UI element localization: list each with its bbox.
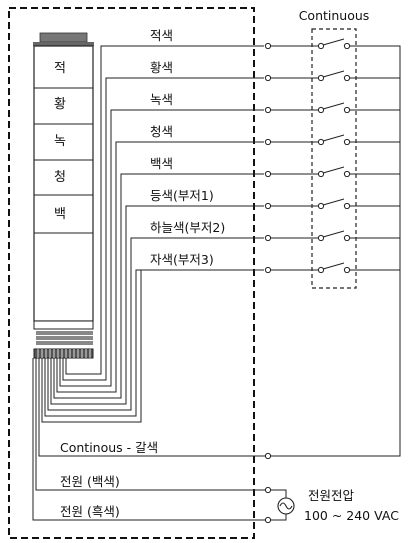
power-wire-label-white: 전원 (백색) (60, 474, 120, 489)
base-ribs (37, 349, 91, 358)
segment-label-red: 적 (54, 61, 66, 76)
tower-lamp (33, 32, 94, 359)
common-wire (38, 45, 401, 457)
wire-label-green: 녹색 (150, 92, 173, 107)
segment-label-yellow: 황 (54, 97, 66, 112)
common-wire-label: Continous - 갈색 (60, 440, 158, 455)
ac-source-icon (277, 497, 295, 515)
wire-label-orange: 등색(부저1) (150, 188, 214, 203)
switch-mode-label: Continuous (299, 8, 370, 23)
switch-row-2 (264, 70, 352, 82)
segment-label-white: 백 (54, 207, 66, 222)
switch-row-7 (264, 230, 352, 242)
switch-bank-enclosure (311, 28, 357, 289)
switch-row-4 (264, 134, 352, 146)
switch-rows (264, 38, 352, 274)
power-source-range: 100 ~ 240 VAC (304, 508, 399, 523)
tower-enclosure (8, 7, 255, 539)
power-wires (32, 358, 287, 521)
power-terminal-black (264, 516, 272, 524)
wire-label-skyblue: 하늘색(부저2) (150, 220, 225, 235)
switch-row-3 (264, 102, 352, 114)
switch-row-8 (264, 262, 352, 274)
power-terminal-white (264, 486, 272, 494)
power-wire-label-black: 전원 (흑색) (60, 504, 120, 519)
power-source-title: 전원전압 (308, 488, 355, 503)
wire-label-blue: 청색 (150, 124, 173, 139)
wire-label-white: 백색 (150, 156, 173, 171)
signal-wires (100, 45, 264, 358)
switch-row-6 (264, 198, 352, 210)
common-terminal (264, 452, 272, 460)
base-wire-bundle (41, 270, 142, 423)
segment-label-green: 녹 (54, 134, 66, 149)
wire-label-purple: 자색(부저3) (150, 252, 214, 267)
switch-row-1 (264, 38, 352, 50)
wire-label-red: 적색 (150, 28, 173, 43)
segment-label-blue: 청 (54, 170, 66, 185)
wire-label-yellow: 황색 (150, 60, 173, 75)
switch-row-5 (264, 166, 352, 178)
